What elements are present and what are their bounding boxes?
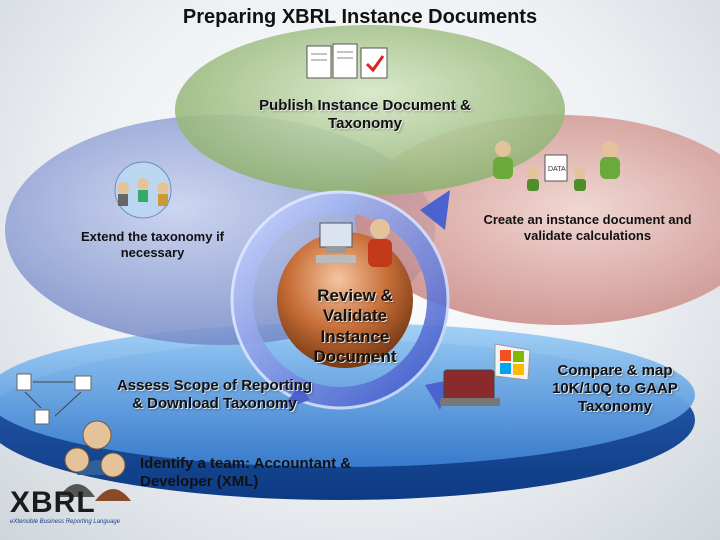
step-review-label: Review & Validate Instance Document <box>313 286 397 367</box>
globe-people-icon <box>114 161 172 219</box>
xbrl-logo: XBRL eXtensible Business Reporting Langu… <box>10 488 120 534</box>
xbrl-logo-tagline: eXtensible Business Reporting Language <box>10 519 121 525</box>
documents-icon <box>306 43 388 79</box>
windows-laptop-icon <box>440 343 531 406</box>
cycle-ring-highlight <box>230 190 450 410</box>
step-assess-label: Assess Scope of Reporting & Download Tax… <box>116 377 313 412</box>
network-flow-icon <box>16 373 92 425</box>
computer-user-icon <box>316 219 392 267</box>
step-compare-label: Compare & map 10K/10Q to GAAP Taxonomy <box>552 362 678 415</box>
svg-text:DATA: DATA <box>548 166 566 173</box>
publish-ellipse <box>175 25 565 195</box>
step-create-label: Create an instance document and validate… <box>483 212 692 243</box>
step-extend-label: Extend the taxonomy if necessary <box>80 229 225 260</box>
step-identify-label: Identify a team: Accountant & Developer … <box>140 455 352 490</box>
xbrl-logo-name: XBRL <box>10 486 96 519</box>
team-people-icon <box>59 420 131 501</box>
cycle-arrowhead-top <box>420 190 450 230</box>
cycle-arrowhead-bottom <box>280 385 310 410</box>
cycle-ring <box>231 191 449 409</box>
page-title: Preparing XBRL Instance Documents <box>182 6 538 28</box>
data-exchange-people-icon: DATA <box>493 141 620 191</box>
step-publish-label: Publish Instance Document & Taxonomy <box>259 97 471 132</box>
